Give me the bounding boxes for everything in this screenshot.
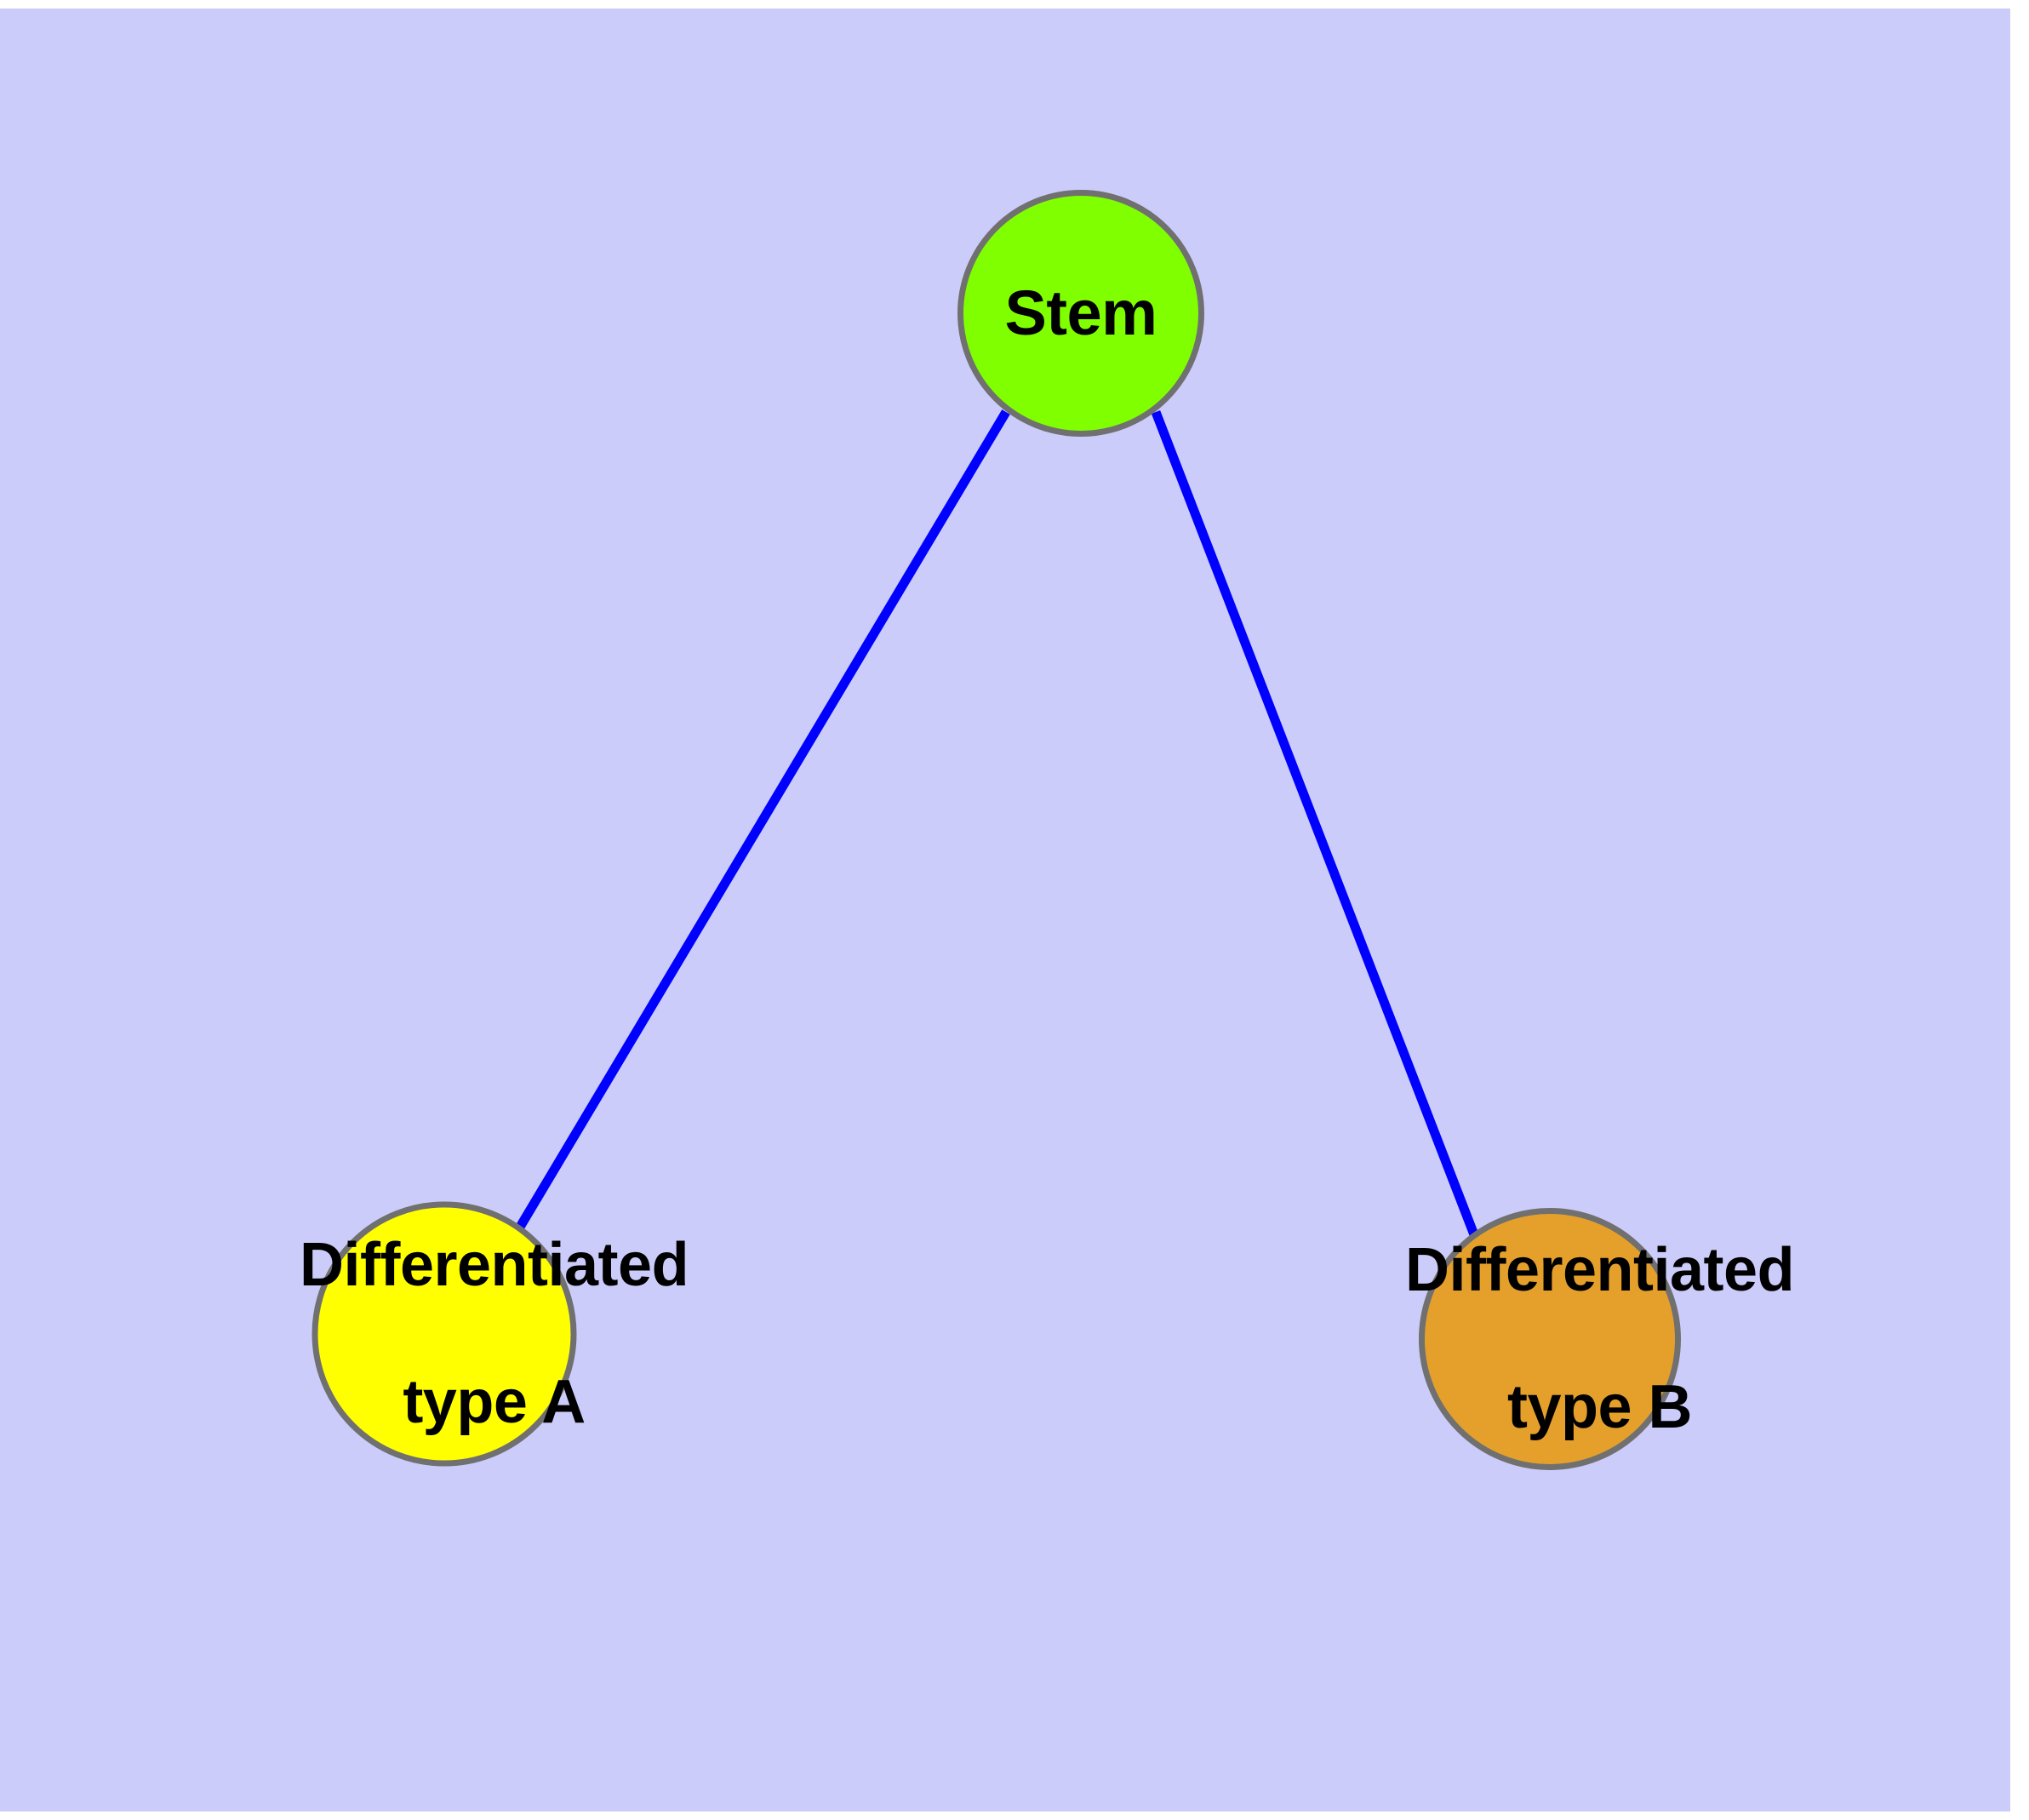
node-differentiated-type-b-label: Differentiated type B <box>1306 1167 1795 1510</box>
node-differentiated-type-a-label-line1: Differentiated <box>299 1231 689 1300</box>
node-stem-label: Stem <box>1004 277 1157 348</box>
node-stem[interactable]: Stem <box>953 186 1209 441</box>
node-differentiated-type-b-circle <box>1419 1208 1681 1470</box>
node-differentiated-type-b[interactable]: Differentiated type B <box>1405 1203 1795 1475</box>
edge-stem-to-differentiated-type-b <box>1151 410 1480 1239</box>
edge-stem-to-differentiated-type-a <box>515 409 1010 1231</box>
node-differentiated-type-a-label: Differentiated type A <box>200 1162 689 1505</box>
node-differentiated-type-b-label-line1: Differentiated <box>1404 1236 1795 1305</box>
node-differentiated-type-a-circle <box>311 1201 577 1467</box>
node-stem-circle <box>957 190 1204 437</box>
node-differentiated-type-b-label-line2: type B <box>1506 1373 1693 1442</box>
node-differentiated-type-a-label-line2: type A <box>403 1368 586 1437</box>
node-differentiated-type-a[interactable]: Differentiated type A <box>300 1198 689 1470</box>
